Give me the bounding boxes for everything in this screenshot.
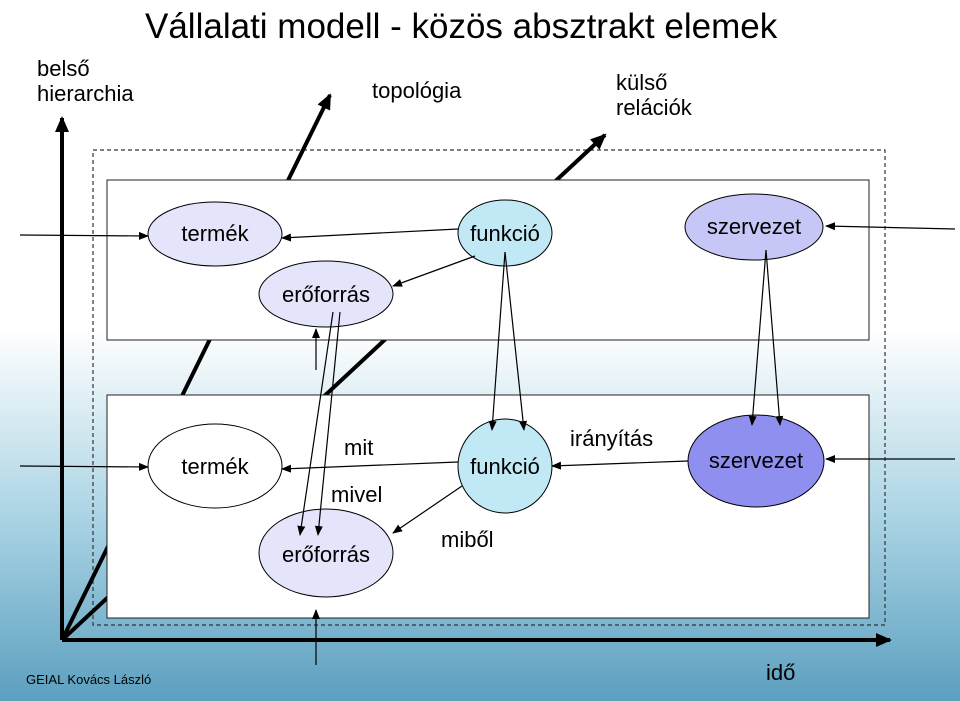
arrow-org-to-function — [551, 460, 689, 470]
arrow-upper-resource-to-lower-1 — [297, 311, 334, 536]
arrow-function-to-resource — [392, 255, 476, 287]
upper-organization-ellipse — [684, 193, 824, 261]
arrow-external-lower-product — [19, 462, 149, 471]
lower-organization-label: szervezet — [709, 448, 803, 473]
control-label: irányítás — [570, 426, 653, 451]
inner-hierarchy-line2: hierarchia — [37, 81, 134, 107]
page-title: Vállalati modell - közös absztrakt eleme… — [145, 7, 778, 46]
footer-author: GEIAL Kovács László — [26, 672, 152, 687]
from-what-label: miből — [441, 527, 494, 552]
upper-product-label: termék — [181, 221, 249, 246]
with-what-label: mivel — [331, 482, 382, 507]
upper-resource-ellipse — [258, 260, 394, 328]
arrow-function-to-lower-product — [281, 461, 459, 473]
upper-organization-label: szervezet — [707, 214, 801, 239]
arrow-function-to-product — [281, 228, 459, 242]
external-relations-line2: relációk — [616, 95, 692, 121]
lower-resource-ellipse — [258, 508, 394, 598]
arrow-external-upper-product — [19, 231, 149, 240]
arrow-upper-org-to-lower-1 — [748, 249, 767, 426]
external-relations-label: külső relációk — [616, 70, 692, 121]
upper-function-ellipse — [457, 199, 553, 267]
arrow-upper-org-to-lower-2 — [765, 249, 784, 426]
arrow-upper-function-to-lower-2 — [504, 251, 528, 431]
topology-label: topológia — [372, 78, 462, 103]
upper-function-label: funkció — [470, 221, 540, 246]
time-axis-label: idő — [766, 660, 796, 685]
what-label: mit — [344, 435, 373, 460]
inner-hierarchy-line1: belső — [37, 56, 90, 81]
lower-product-label: termék — [181, 454, 249, 479]
arrow-upper-function-to-lower-1 — [488, 251, 506, 431]
external-relations-line1: külső — [616, 70, 668, 95]
dashed-boundary — [92, 149, 886, 626]
upper-resource-label: erőforrás — [282, 282, 370, 307]
arrow-external-upper-org — [825, 222, 956, 231]
arrow-function-to-lower-resource — [392, 485, 463, 534]
arrow-upper-resource-to-lower-2 — [314, 311, 341, 536]
inner-hierarchy-label: belső hierarchia — [37, 56, 134, 107]
lower-resource-label: erőforrás — [282, 542, 370, 567]
lower-function-label: funkció — [470, 454, 540, 479]
